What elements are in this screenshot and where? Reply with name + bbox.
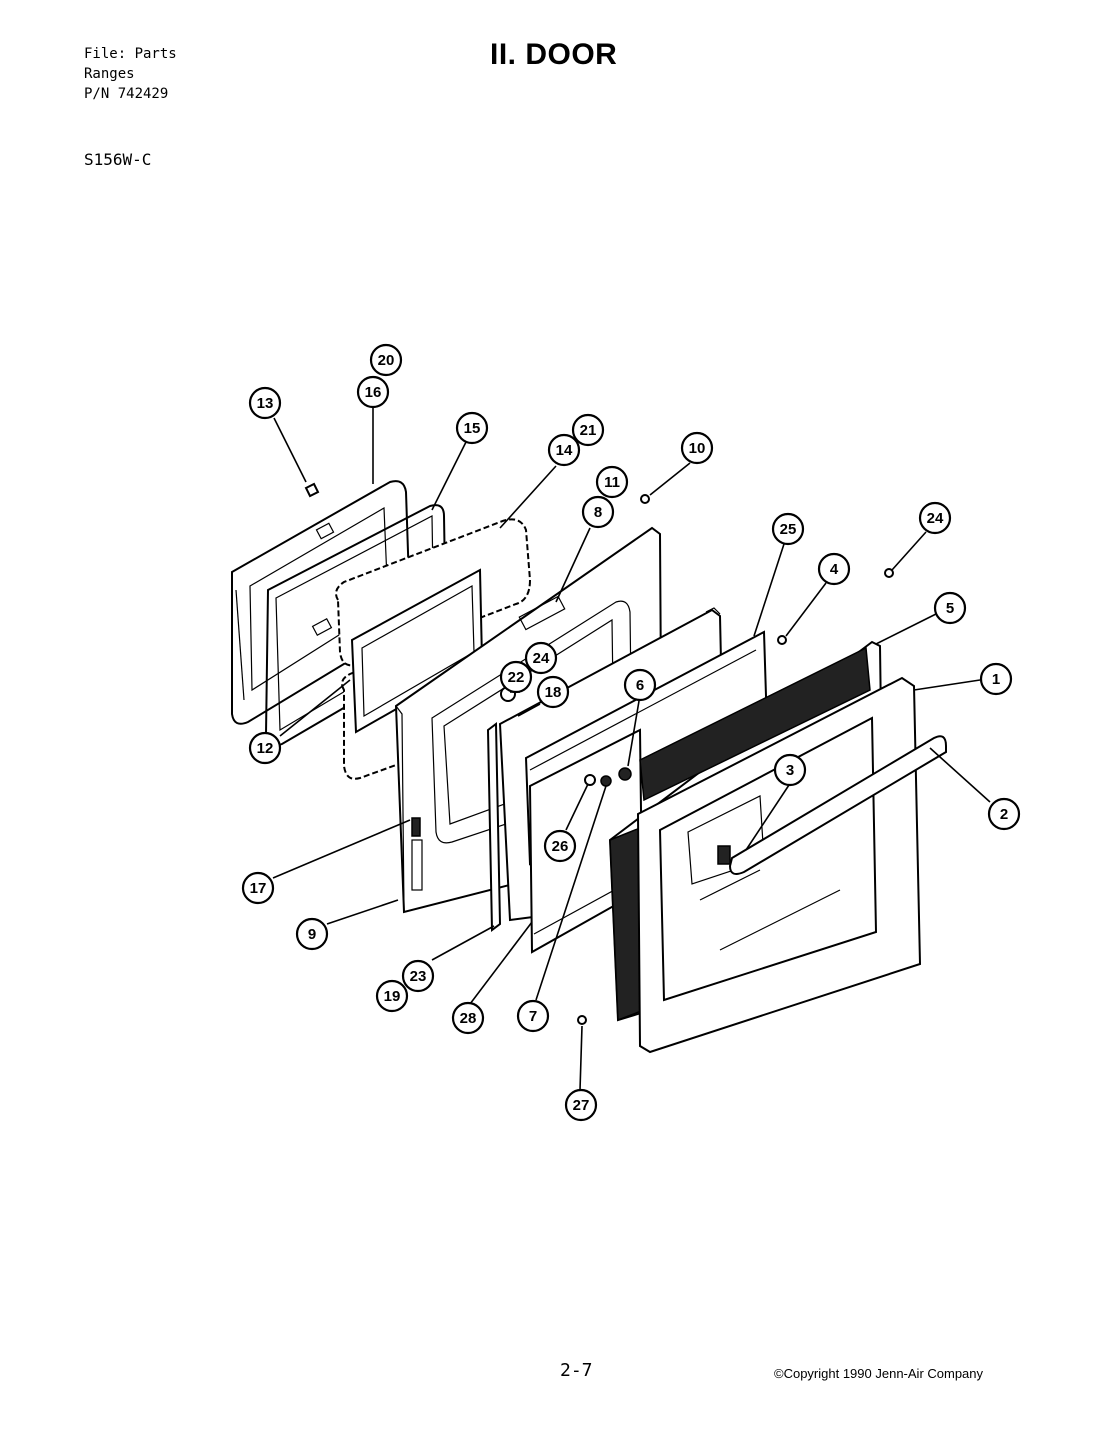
callout-label: 17 xyxy=(250,880,267,897)
callout-23: 23 xyxy=(401,959,435,993)
page-title: II. DOOR xyxy=(490,38,618,71)
callout-label: 22 xyxy=(508,669,525,686)
callout-label: 9 xyxy=(308,926,316,943)
door-handle xyxy=(717,735,947,875)
callout-24-top: 24 xyxy=(918,501,952,535)
callout-label: 2 xyxy=(1000,806,1008,823)
callout-label: 3 xyxy=(786,762,794,779)
callout-label: 24 xyxy=(927,510,944,527)
file-line: File: Parts xyxy=(84,46,177,62)
callout-label: 19 xyxy=(384,988,401,1005)
callout-2: 2 xyxy=(987,797,1021,831)
callout-1: 1 xyxy=(979,662,1013,696)
callout-11: 11 xyxy=(595,465,629,499)
callout-label: 14 xyxy=(556,442,573,459)
callout-label: 23 xyxy=(410,968,427,985)
callout-15: 15 xyxy=(455,411,489,445)
callout-17: 17 xyxy=(241,871,275,905)
callout-14: 14 xyxy=(547,433,581,467)
callout-22: 22 xyxy=(499,660,533,694)
callout-label: 5 xyxy=(946,600,954,617)
callout-27: 27 xyxy=(564,1088,598,1122)
callout-label: 13 xyxy=(257,395,274,412)
model-number: S156W-C xyxy=(84,150,152,169)
callout-label: 12 xyxy=(257,740,274,757)
callout-label: 7 xyxy=(529,1008,537,1025)
callout-8: 8 xyxy=(581,495,615,529)
callout-label: 28 xyxy=(460,1010,477,1027)
file-category: Ranges xyxy=(84,66,135,82)
file-info: File: Parts Ranges P/N 742429 xyxy=(84,44,177,104)
page-number: 2-7 xyxy=(560,1360,593,1381)
callout-20: 20 xyxy=(369,343,403,377)
callout-label: 1 xyxy=(992,671,1000,688)
part-number: P/N 742429 xyxy=(84,86,169,102)
callout-4: 4 xyxy=(817,552,851,586)
callout-label: 21 xyxy=(580,422,597,439)
callout-10: 10 xyxy=(680,431,714,465)
callout-label: 10 xyxy=(689,440,706,457)
callout-label: 24 xyxy=(533,650,550,667)
callout-label: 8 xyxy=(594,504,602,521)
callout-label: 25 xyxy=(780,521,797,538)
callout-label: 26 xyxy=(552,838,569,855)
callout-label: 4 xyxy=(830,561,839,578)
callout-label: 16 xyxy=(365,384,382,401)
fasteners xyxy=(304,482,894,1025)
callout-label: 15 xyxy=(464,420,481,437)
callout-label: 27 xyxy=(573,1097,590,1114)
callout-28: 28 xyxy=(451,1001,485,1035)
callout-label: 6 xyxy=(636,677,644,694)
callout-6: 6 xyxy=(623,668,657,702)
callout-5: 5 xyxy=(933,591,967,625)
callout-7: 7 xyxy=(516,999,550,1033)
callout-label: 20 xyxy=(378,352,395,369)
callout-18: 18 xyxy=(536,675,570,709)
callout-label: 18 xyxy=(545,684,562,701)
copyright-notice: ©Copyright 1990 Jenn-Air Company xyxy=(774,1366,984,1381)
outer-door-frame xyxy=(636,676,922,1054)
callout-16: 16 xyxy=(356,375,390,409)
callout-24-mid: 24 xyxy=(524,641,558,675)
leader-lines xyxy=(272,408,991,1091)
callout-19: 19 xyxy=(375,979,409,1013)
callout-21: 21 xyxy=(571,413,605,447)
callout-25: 25 xyxy=(771,512,805,546)
callout-label: 11 xyxy=(604,474,620,491)
callout-9: 9 xyxy=(295,917,329,951)
callout-13: 13 xyxy=(248,386,282,420)
callout-3: 3 xyxy=(773,753,807,787)
callout-26: 26 xyxy=(543,829,577,863)
callout-12: 12 xyxy=(248,731,282,765)
